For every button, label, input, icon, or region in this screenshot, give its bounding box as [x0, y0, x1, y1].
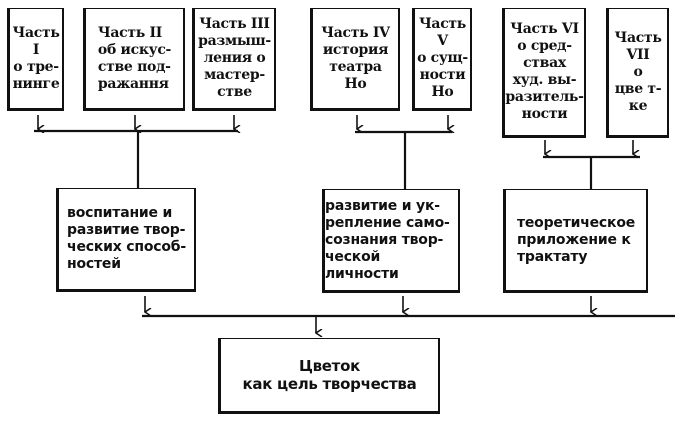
part-box-4: Часть IV история театра Но [310, 8, 400, 111]
group-label: развитие и ук- репление само- сознания т… [325, 197, 450, 282]
part-box-6: Часть VI о сред- ствах худ. вы- разитель… [502, 8, 586, 138]
part-box-5: Часть V о сущ- ности Но [412, 8, 472, 111]
part-label: Часть III размыш- ления о мастер- стве [198, 16, 271, 100]
group-box-1: воспитание и развитие твор- ческих спосо… [56, 188, 196, 292]
group-box-3: теоретическое приложение к трактату [503, 189, 648, 293]
part-label: Часть I о тре- нинге [12, 24, 60, 92]
goal-box: Цветок как цель творчества [218, 338, 440, 414]
part-box-3: Часть III размыш- ления о мастер- стве [192, 8, 276, 111]
part-label: Часть IV история театра Но [321, 24, 390, 92]
part-box-2: Часть II об искус- стве под- ражання [83, 8, 185, 111]
group-box-2: развитие и ук- репление само- сознания т… [322, 189, 460, 293]
goal-label: Цветок как цель творчества [242, 357, 417, 393]
part-label: Часть VII о цве т- ке [614, 29, 662, 114]
part-box-1: Часть I о тре- нинге [7, 8, 64, 111]
part-box-7: Часть VII о цве т- ке [606, 8, 669, 138]
part-label: Часть VI о сред- ствах худ. вы- разитель… [505, 21, 584, 122]
part-label: Часть V о сущ- ности Но [417, 16, 468, 100]
group-label: воспитание и развитие твор- ческих спосо… [67, 205, 186, 272]
part-label: Часть II об искус- стве под- ражання [97, 24, 172, 92]
group-label: теоретическое приложение к трактату [516, 214, 636, 265]
